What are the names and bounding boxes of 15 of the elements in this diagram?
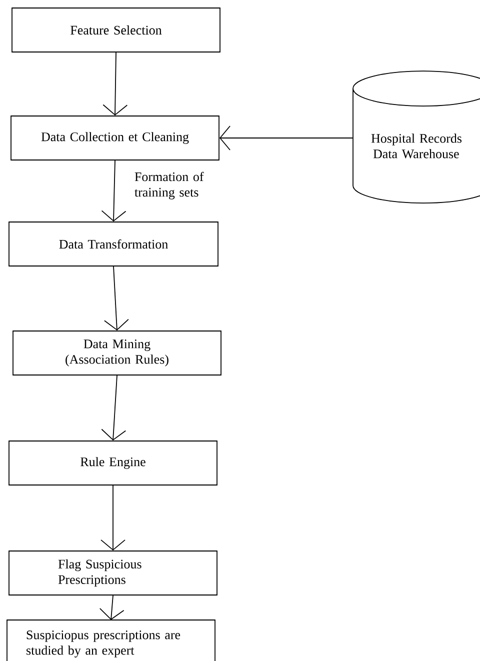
arrow [101,375,126,441]
arrow [104,266,129,331]
arrow [101,160,126,222]
database-cylinder: Hospital Records Data Warehouse [352,70,480,204]
process-box: Suspiciopus prescriptions are studied by an expert [6,620,216,661]
process-box: Feature Selection [12,8,220,52]
edge-label: Formation of training sets [134,172,204,200]
arrow [219,126,353,150]
arrow [102,52,128,116]
process-box: Data Mining (Association Rules) [12,330,222,376]
arrow [100,485,126,551]
process-box: Data Transformation [8,222,218,266]
process-box: Flag Suspicious Prescriptions [8,550,218,596]
process-box: Data Collection et Cleaning [10,116,220,160]
process-box: Rule Engine [8,440,218,486]
